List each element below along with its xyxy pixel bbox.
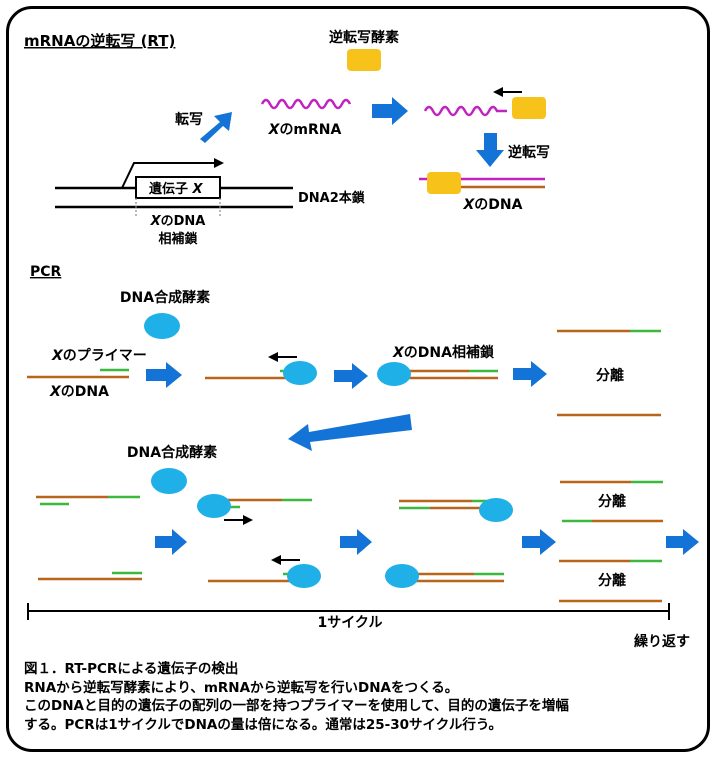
polymerase-label-1: DNA合成酵素 (120, 289, 210, 306)
polymerase-label-2: DNA合成酵素 (127, 444, 217, 461)
rt-enzyme-label: 逆転写酵素 (329, 29, 399, 46)
rt-enzyme-product (427, 172, 461, 194)
polymerase-cyc2-step3-lower (385, 564, 419, 588)
mrna-label: XのmRNA (268, 122, 342, 138)
cycle-label: 1サイクル (317, 615, 382, 631)
primer-label: Xのプライマー (51, 348, 147, 364)
dna-double-label: DNA2本鎖 (298, 190, 366, 206)
complement-label-line2: 相補鎖 (158, 231, 198, 247)
rt-section-label: mRNAの逆転写 (RT) (24, 32, 175, 50)
caption-title: 図１．RT-PCRによる遺伝子の検出 (24, 661, 239, 677)
polymerase-step3 (377, 362, 411, 386)
repeat-label: 繰り返す (634, 633, 690, 650)
gene-x-label: 遺伝子 X (148, 181, 204, 197)
polymerase-cyc2-lower (287, 564, 321, 588)
pcr-arrow-2 (334, 363, 368, 389)
caption-line-4: する。PCRは1サイクルでDNAの量は倍になる。通常は25-30サイクル行う。 (24, 716, 503, 733)
separation-label-3: 分離 (598, 572, 626, 589)
complement-label-line1: XのDNA (150, 214, 206, 229)
pcr-arrow-3 (513, 361, 547, 387)
pcr-section-label: PCR (30, 264, 62, 280)
transcription-arrow (200, 112, 232, 143)
rt-step-arrow (372, 97, 408, 125)
pcr-arrow-5 (340, 529, 372, 555)
complement-label: XのDNA相補鎖 (392, 344, 495, 361)
cycle-return-arrow (288, 414, 412, 451)
polymerase-step2 (283, 361, 317, 385)
pcr-x-dna-label: XのDNA (49, 384, 109, 400)
promoter-arrow (121, 158, 224, 189)
pcr-arrow-1 (146, 362, 182, 388)
pcr-arrow-4 (155, 529, 187, 555)
rt-enzyme-bound (512, 97, 546, 119)
transcription-label: 転写 (175, 111, 203, 128)
reverse-transcription-arrow (476, 133, 504, 167)
figure-frame (6, 6, 710, 752)
mrna-with-enzyme (423, 105, 507, 117)
polymerase-2 (151, 468, 187, 494)
repeat-arrow (666, 529, 699, 555)
figure-caption: 図１．RT-PCRによる遺伝子の検出 RNAから逆転写酵素により、mRNAから逆… (24, 660, 704, 734)
rt-enzyme-top (347, 49, 381, 71)
gene-x-box (135, 176, 221, 199)
mrna-strand (260, 98, 352, 110)
caption-line-2: RNAから逆転写酵素により、mRNAから逆転写を行いDNAをつくる。 (24, 679, 459, 696)
polymerase-cyc2-step3-upper (479, 498, 513, 522)
separation-label-2: 分離 (598, 493, 626, 510)
polymerase-cyc2-upper (197, 494, 231, 518)
caption-line-3: このDNAと目的の遺伝子の配列の一部を持つプライマーを使用して、目的の遺伝子を増… (24, 698, 569, 714)
pcr-arrow-6 (522, 529, 556, 555)
separation-label-1: 分離 (596, 367, 624, 384)
polymerase-1 (144, 313, 180, 339)
reverse-transcription-label: 逆転写 (508, 144, 550, 161)
rt-x-dna-label: XのDNA (463, 197, 523, 213)
